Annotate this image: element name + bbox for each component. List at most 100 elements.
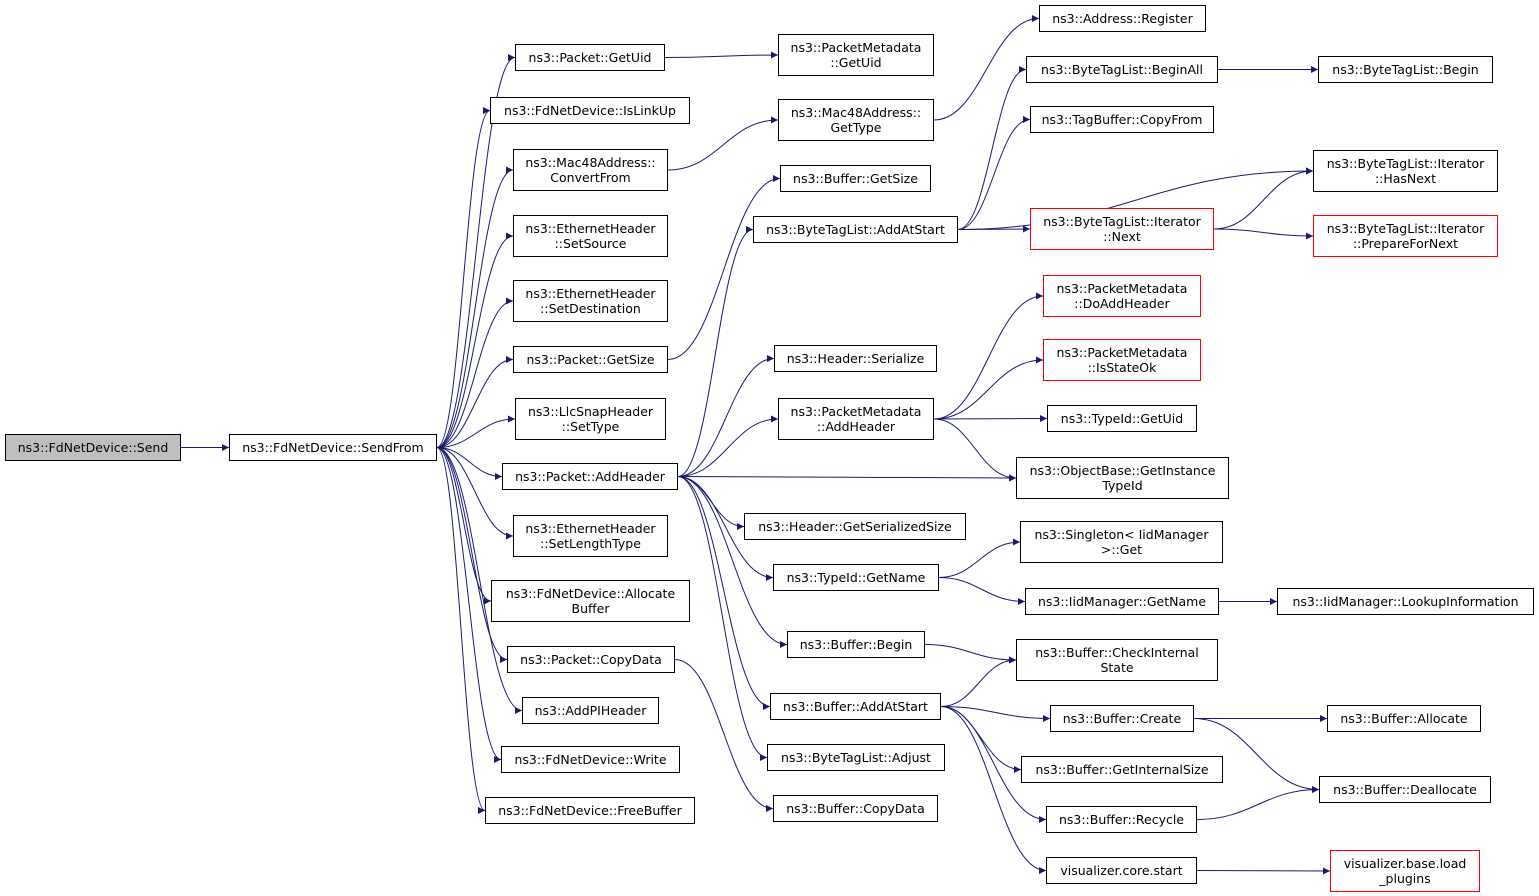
node-hdr-serialize[interactable]: ns3::Header::Serialize <box>774 345 937 372</box>
node-label: ConvertFrom <box>550 170 631 185</box>
node-pkt-addheader[interactable]: ns3::Packet::AddHeader <box>502 463 678 490</box>
node-buf-recycle[interactable]: ns3::Buffer::Recycle <box>1046 806 1197 833</box>
node-iid-lookupinfo[interactable]: ns3::IidManager::LookupInformation <box>1277 588 1534 615</box>
node-label: ns3::TypeId::GetName <box>786 570 926 585</box>
node-eth-setlentype[interactable]: ns3::EthernetHeader::SetLengthType <box>513 515 668 557</box>
node-label: ns3::Header::Serialize <box>786 351 925 366</box>
node-label: ns3::ByteTagList::Iterator <box>1326 221 1485 236</box>
node-pm-doaddheader[interactable]: ns3::PacketMetadata::DoAddHeader <box>1043 275 1201 317</box>
node-singleton-get[interactable]: ns3::Singleton< IidManager>::Get <box>1020 521 1223 563</box>
edge-buf-addatstart-to-viz-core-start <box>940 706 1047 874</box>
node-viz-base-load[interactable]: visualizer.base.load_plugins <box>1330 850 1480 892</box>
node-btl-iter-prepare[interactable]: ns3::ByteTagList::Iterator::PrepareForNe… <box>1313 215 1498 257</box>
edge-sendfrom-to-pkt-getuid <box>436 54 516 448</box>
node-label: ns3::PacketMetadata <box>790 40 922 55</box>
node-btl-iter-hasnext[interactable]: ns3::ByteTagList::Iterator::HasNext <box>1313 150 1498 192</box>
node-buf-create[interactable]: ns3::Buffer::Create <box>1050 705 1194 732</box>
node-label: ns3::Packet::AddHeader <box>515 469 665 484</box>
node-viz-core-start[interactable]: visualizer.core.start <box>1046 857 1197 884</box>
node-label: ns3::Buffer::GetSize <box>793 171 918 186</box>
node-label: ::HasNext <box>1374 171 1437 186</box>
node-label: ns3::FdNetDevice::Send <box>17 440 169 455</box>
node-label: ns3::Header::GetSerializedSize <box>758 519 952 534</box>
node-iid-getname[interactable]: ns3::IidManager::GetName <box>1025 588 1219 615</box>
edge-viz-core-start-to-viz-base-load <box>1196 867 1331 875</box>
node-label: TypeId <box>1102 478 1143 493</box>
node-btl-iter-next[interactable]: ns3::ByteTagList::Iterator::Next <box>1030 208 1214 250</box>
edge-btl-addatstart-to-btl-iter-next <box>957 225 1031 233</box>
node-islinkup[interactable]: ns3::FdNetDevice::IsLinkUp <box>490 97 690 124</box>
node-sendfrom[interactable]: ns3::FdNetDevice::SendFrom <box>229 434 437 461</box>
node-label: ns3::Packet::GetUid <box>528 50 652 65</box>
edge-pkt-addheader-to-hdr-serialize <box>677 355 775 477</box>
edge-tid-getname-to-singleton-get <box>938 538 1021 578</box>
node-addr-register[interactable]: ns3::Address::Register <box>1039 5 1206 32</box>
node-buf-copydata[interactable]: ns3::Buffer::CopyData <box>773 795 938 822</box>
node-label: ::GetUid <box>830 55 882 70</box>
node-pkt-getuid[interactable]: ns3::Packet::GetUid <box>515 44 665 71</box>
node-pm-isstateok[interactable]: ns3::PacketMetadata::IsStateOk <box>1043 339 1201 381</box>
edge-buf-addatstart-to-buf-checkinternal <box>940 656 1017 707</box>
node-label: ns3::ByteTagList::BeginAll <box>1041 62 1203 77</box>
edge-buf-recycle-to-buf-deallocate <box>1196 786 1320 820</box>
edge-sendfrom-to-pkt-addheader <box>436 447 503 480</box>
node-buf-getinternalsize[interactable]: ns3::Buffer::GetInternalSize <box>1021 756 1223 783</box>
node-pm-addheader[interactable]: ns3::PacketMetadata::AddHeader <box>778 398 934 440</box>
node-btl-adjust[interactable]: ns3::ByteTagList::Adjust <box>767 744 945 771</box>
node-buf-getsize[interactable]: ns3::Buffer::GetSize <box>780 165 931 192</box>
node-mac-gettype[interactable]: ns3::Mac48Address::GetType <box>778 99 934 141</box>
node-buf-deallocate[interactable]: ns3::Buffer::Deallocate <box>1319 776 1491 803</box>
edge-sendfrom-to-fd-write <box>436 447 502 763</box>
node-btl-begin[interactable]: ns3::ByteTagList::Begin <box>1318 56 1493 83</box>
node-label: ::SetSource <box>554 236 627 251</box>
node-label: ns3::EthernetHeader <box>525 221 656 236</box>
node-btl-beginall[interactable]: ns3::ByteTagList::BeginAll <box>1026 56 1218 83</box>
node-pkt-copydata[interactable]: ns3::Packet::CopyData <box>507 646 675 673</box>
node-tb-copyfrom[interactable]: ns3::TagBuffer::CopyFrom <box>1030 106 1214 133</box>
node-label: ns3::LlcSnapHeader <box>527 404 654 419</box>
node-label: ns3::ByteTagList::AddAtStart <box>766 222 945 237</box>
node-label: ::SetType <box>561 419 620 434</box>
edge-tid-getname-to-iid-getname <box>938 577 1026 605</box>
node-label: ns3::Packet::GetSize <box>526 352 655 367</box>
edge-sendfrom-to-allocbuffer <box>436 447 492 605</box>
node-label: ns3::Buffer::AddAtStart <box>783 699 928 714</box>
node-freebuffer[interactable]: ns3::FdNetDevice::FreeBuffer <box>485 797 695 824</box>
edge-pkt-addheader-to-ob-getinsttid <box>677 474 1017 482</box>
node-label: ns3::ByteTagList::Begin <box>1332 62 1479 77</box>
node-eth-setdest[interactable]: ns3::EthernetHeader::SetDestination <box>513 280 668 322</box>
edge-btl-addatstart-to-btl-beginall <box>957 66 1027 230</box>
node-addpiheader[interactable]: ns3::AddPIHeader <box>522 697 659 724</box>
node-btl-addatstart[interactable]: ns3::ByteTagList::AddAtStart <box>753 216 958 243</box>
edge-btl-addatstart-to-btl-iter-hasnext <box>957 167 1314 230</box>
edge-pkt-getuid-to-pm-getuid <box>664 51 779 59</box>
node-pm-getuid[interactable]: ns3::PacketMetadata::GetUid <box>778 34 934 76</box>
node-buf-begin[interactable]: ns3::Buffer::Begin <box>787 631 925 658</box>
edge-mac-gettype-to-addr-register <box>933 15 1040 121</box>
node-fd-write[interactable]: ns3::FdNetDevice::Write <box>501 746 680 773</box>
node-buf-allocate[interactable]: ns3::Buffer::Allocate <box>1327 705 1481 732</box>
node-eth-setsource[interactable]: ns3::EthernetHeader::SetSource <box>513 215 668 257</box>
node-mac-convertfrom[interactable]: ns3::Mac48Address::ConvertFrom <box>513 149 668 191</box>
node-label: ns3::IidManager::GetName <box>1037 594 1207 609</box>
node-pkt-getsize[interactable]: ns3::Packet::GetSize <box>513 346 668 373</box>
node-label: ns3::TagBuffer::CopyFrom <box>1041 112 1203 127</box>
node-llc-settype[interactable]: ns3::LlcSnapHeader::SetType <box>515 398 666 440</box>
edge-sendfrom-to-mac-convertfrom <box>436 166 514 448</box>
edge-buf-addatstart-to-buf-create <box>940 706 1051 722</box>
node-label: ns3::TypeId::GetUid <box>1060 411 1184 426</box>
node-label: ns3::ByteTagList::Iterator <box>1326 156 1485 171</box>
node-label: ns3::Mac48Address:: <box>790 105 922 120</box>
node-buf-addatstart[interactable]: ns3::Buffer::AddAtStart <box>770 693 941 720</box>
node-label: State <box>1100 660 1134 675</box>
edge-pm-addheader-to-pm-doaddheader <box>933 292 1044 420</box>
edge-pkt-addheader-to-pm-addheader <box>677 415 779 477</box>
node-label: ns3::Buffer::Allocate <box>1340 711 1468 726</box>
node-tid-getname[interactable]: ns3::TypeId::GetName <box>773 564 939 591</box>
node-tid-getuid[interactable]: ns3::TypeId::GetUid <box>1047 405 1197 432</box>
node-hdr-getsersize[interactable]: ns3::Header::GetSerializedSize <box>744 513 966 540</box>
